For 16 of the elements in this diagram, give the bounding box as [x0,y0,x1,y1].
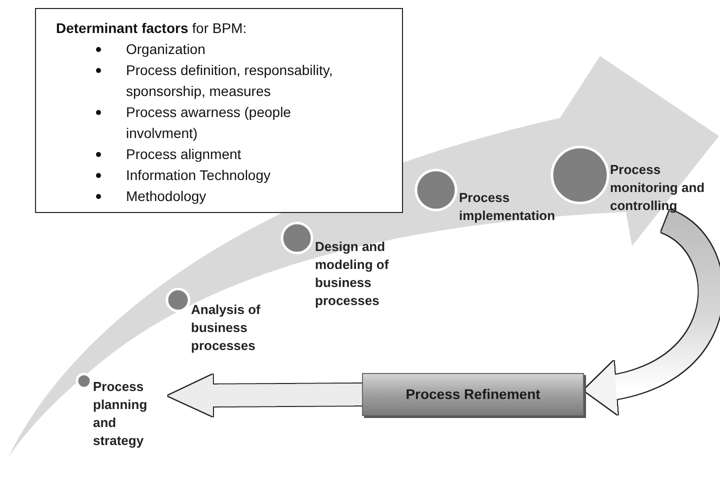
list-item: Process definition, responsability, sponsorship, measures [91,60,351,102]
step-label: Process implementation [459,189,556,225]
list-item: Process alignment [91,144,351,165]
list-item: Process awarness (people involvment) [91,102,351,144]
list-heading: Determinant factors for BPM: [56,19,247,38]
list-item: Information Technology [91,165,351,186]
block-arrow [584,210,720,415]
list-item: Methodology [91,186,351,207]
step-label: Process planning and strategy [93,378,148,450]
list-item: Organization [91,39,351,60]
step-label: Process monitoring and controlling [610,161,706,215]
bar-label: Process Refinement [404,385,542,404]
step-label: Design and modeling of business processes [315,238,390,310]
refinement-bar [362,373,584,416]
step-label: Analysis of business processes [191,301,262,355]
factors-box [35,8,403,213]
